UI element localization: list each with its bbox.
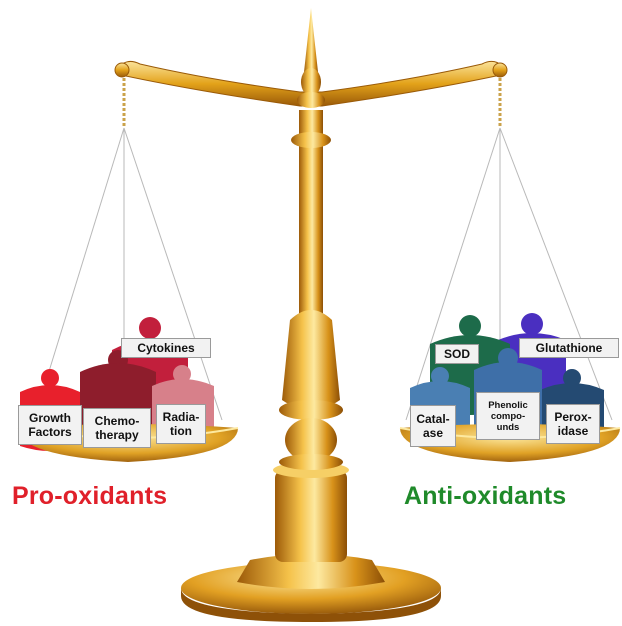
label-growth-factors: Growth Factors [18,405,82,445]
label-glutathione: Glutathione [519,338,619,358]
label-sod: SOD [435,344,479,364]
anti-oxidants-caption: Anti-oxidants [404,482,566,511]
label-chemotherapy: Chemo- therapy [83,408,151,448]
label-phenolic-compounds: Phenolic compo- unds [476,392,540,440]
scale-column [279,110,343,470]
label-radiation: Radia- tion [156,404,206,444]
scale-beam [115,8,507,108]
pro-oxidants-caption: Pro-oxidants [12,482,167,511]
scale-base [181,462,441,622]
label-catalase: Catal- ase [410,405,456,447]
label-peroxidase: Perox- idase [546,404,600,444]
label-cytokines: Cytokines [121,338,211,358]
